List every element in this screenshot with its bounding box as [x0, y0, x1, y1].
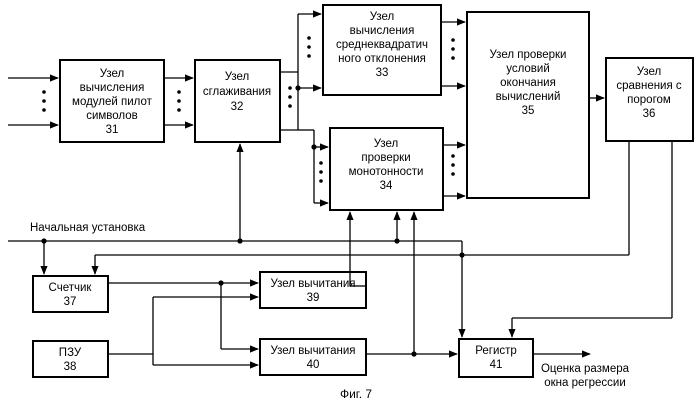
svg-text:Узел проверки: Узел проверки [490, 49, 567, 61]
svg-text:Узел: Узел [100, 68, 125, 80]
svg-text:окончания: окончания [500, 77, 556, 89]
svg-text:Узел: Узел [370, 11, 395, 23]
block-33-std-deviation: Узел вычисления среднеквадратич ного отк… [323, 5, 441, 95]
svg-text:ного отклонения: ного отклонения [338, 53, 426, 65]
output-label-line2: окна регрессии [544, 377, 626, 389]
svg-text:Узел: Узел [374, 138, 399, 150]
svg-text:Узел вычитания: Узел вычитания [270, 345, 355, 357]
svg-text:39: 39 [307, 292, 320, 304]
block-35-termination-check: Узел проверки условий окончания вычислен… [467, 12, 589, 198]
svg-text:Регистр: Регистр [475, 345, 517, 357]
svg-text:Узел: Узел [637, 66, 662, 78]
svg-text:37: 37 [64, 296, 77, 308]
svg-text:среднеквадратич: среднеквадратич [336, 39, 428, 51]
svg-text:36: 36 [643, 108, 656, 120]
svg-text:вычисления: вычисления [350, 25, 415, 37]
svg-text:Узел вычитания: Узел вычитания [270, 278, 355, 290]
svg-text:символов: символов [86, 110, 138, 122]
svg-text:вычисления: вычисления [80, 82, 145, 94]
svg-text:модулей пилот: модулей пилот [72, 96, 153, 108]
svg-text:31: 31 [106, 124, 119, 136]
init-label: Начальная установка [30, 222, 146, 234]
svg-text:Счетчик: Счетчик [49, 282, 93, 294]
svg-text:вычислений: вычислений [496, 91, 561, 103]
figure-caption: Фиг. 7 [340, 387, 372, 401]
block-38-rom: ПЗУ 38 [33, 341, 108, 377]
svg-text:35: 35 [522, 105, 535, 117]
block-31-pilot-modules: Узел вычисления модулей пилот символов 3… [60, 60, 164, 142]
svg-text:ПЗУ: ПЗУ [59, 347, 82, 359]
block-36-threshold-compare: Узел сравнения с порогом 36 [606, 58, 693, 141]
svg-text:41: 41 [490, 359, 503, 371]
svg-text:сравнения с: сравнения с [616, 80, 682, 92]
svg-text:33: 33 [376, 67, 389, 79]
svg-text:проверки: проверки [361, 152, 410, 164]
block-40-subtractor: Узел вычитания 40 [260, 339, 366, 375]
block-37-counter: Счетчик 37 [33, 276, 108, 312]
svg-text:32: 32 [231, 101, 244, 113]
svg-text:34: 34 [380, 180, 393, 192]
block-41-register: Регистр 41 [459, 339, 533, 377]
svg-text:38: 38 [64, 361, 77, 373]
svg-text:сглаживания: сглаживания [203, 86, 271, 98]
svg-text:монотонности: монотонности [349, 166, 424, 178]
output-label-line1: Оценка размера [541, 363, 630, 375]
svg-text:Узел: Узел [225, 71, 250, 83]
svg-text:порогом: порогом [627, 94, 671, 106]
block-34-monotonicity: Узел проверки монотонности 34 [330, 128, 443, 210]
svg-text:условий: условий [506, 63, 550, 75]
block-32-smoothing: Узел сглаживания 32 [195, 60, 280, 142]
svg-text:40: 40 [307, 359, 320, 371]
